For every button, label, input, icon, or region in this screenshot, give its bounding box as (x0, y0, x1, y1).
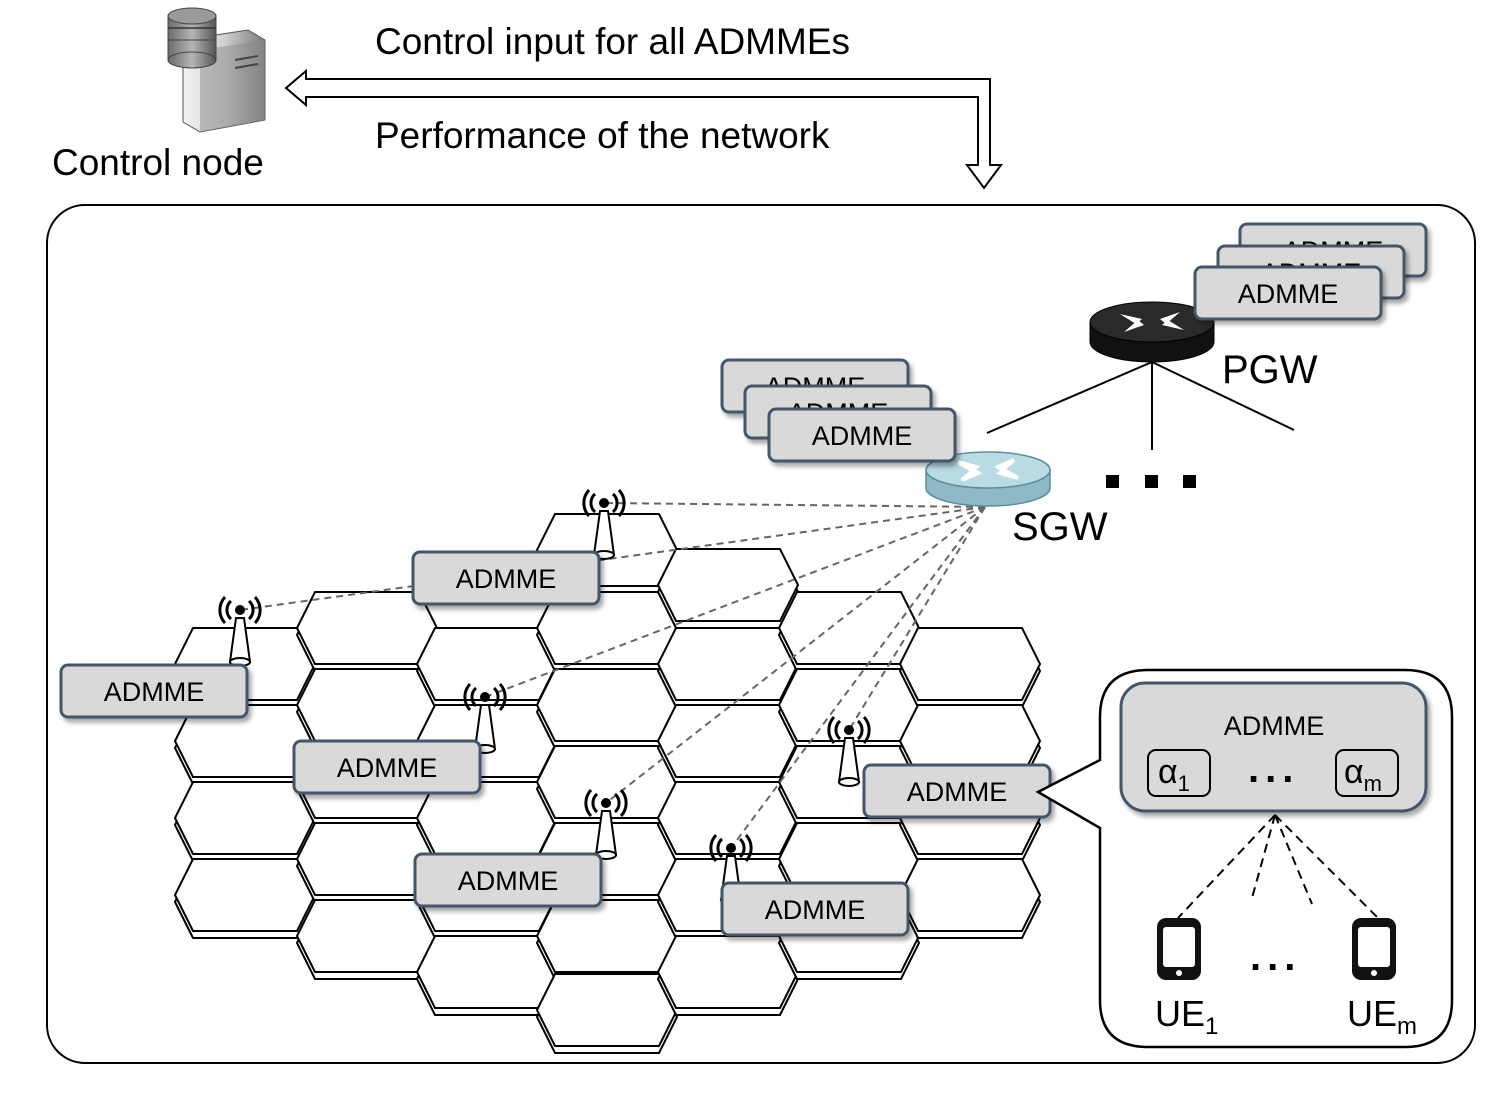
cell-hexagon (535, 668, 679, 749)
cell-hexagon (898, 858, 1042, 939)
admme-label: ADMME (104, 677, 205, 707)
admme-box: ADMME (413, 852, 603, 908)
cell-hexagon (295, 591, 439, 672)
link-line (603, 502, 986, 508)
sgw-links (239, 502, 986, 849)
detail-admme-title: ADMME (1224, 711, 1325, 741)
antenna-icon (827, 715, 871, 787)
cell-hexagon (415, 935, 559, 1016)
cell-hexagon (535, 973, 679, 1054)
admme-label: ADMME (907, 777, 1008, 807)
ue-ellipsis: ... (1250, 935, 1301, 979)
cell-hexagon (656, 627, 800, 708)
antenna-icon (582, 488, 626, 560)
antenna-icon (584, 788, 628, 860)
cell-hexagon (295, 822, 439, 903)
cell-hexagon (777, 591, 921, 672)
ue-m-label: UE (1347, 993, 1397, 1034)
cell-hexagon (656, 935, 800, 1016)
svg-text:UEm: UEm (1347, 993, 1417, 1040)
cell-hexagon (898, 627, 1042, 708)
admme-box: ADMME (767, 407, 957, 463)
base-stations (218, 488, 871, 905)
sgw-label: SGW (1012, 505, 1108, 549)
link-line (605, 506, 986, 804)
cell-hexagon (656, 548, 800, 629)
cell-hexagon (777, 668, 921, 749)
alpha-1-symbol: α (1158, 753, 1178, 791)
feedback-arrow (284, 68, 1003, 190)
admme-box: ADMME (720, 881, 910, 937)
cell-hexagon (295, 668, 439, 749)
server-icon (167, 7, 266, 133)
link-line (239, 506, 986, 611)
alpha-1-sub: 1 (1178, 771, 1190, 796)
cell-hexagon (535, 591, 679, 672)
cell-hexagon (415, 781, 559, 862)
cell-hexagon (173, 781, 317, 862)
ue-1-label: UE (1155, 993, 1205, 1034)
ue-m-sub: m (1397, 1013, 1417, 1040)
phone-icon-uem (1352, 918, 1396, 980)
alpha-ellipsis: ... (1248, 747, 1299, 791)
admme-label: ADMME (458, 866, 559, 896)
admme-label: ADMME (337, 753, 438, 783)
antenna-icon (463, 682, 507, 754)
antenna-icon (218, 595, 262, 667)
link-line (484, 506, 986, 698)
svg-text:α1: α1 (1158, 753, 1190, 796)
alpha-1-box (1147, 749, 1211, 797)
admme-detail-callout: ADMME α1 ... αm ... UE1 (1035, 668, 1454, 1049)
control-node-label: Control node (52, 142, 264, 183)
ue-1-sub: 1 (1205, 1013, 1218, 1040)
admme-box: ADMME (59, 663, 249, 719)
svg-text:αm: αm (1344, 753, 1382, 796)
control-node: Control node (52, 7, 266, 183)
sgw-router-icon (925, 451, 1051, 507)
admme-box: ADMME (1193, 265, 1383, 321)
link-line (848, 506, 986, 731)
gateway-ellipsis (1106, 475, 1196, 488)
alpha-m-box (1335, 749, 1399, 797)
alpha-m-symbol: α (1344, 753, 1364, 791)
admme-boxes: ADMME ADMME ADMME ADMME ADMME ADMME ADMME ADMME… (59, 222, 1428, 937)
pgw-links (986, 361, 1295, 450)
admme-label: ADMME (1238, 279, 1339, 309)
admme-label: ADMME (765, 895, 866, 925)
cell-hexagon (535, 899, 679, 980)
cell-hexagon (295, 899, 439, 980)
cell-hexagon (656, 704, 800, 785)
pgw-router-icon (1089, 301, 1215, 363)
admme-box: ADMME (411, 550, 601, 606)
control-input-label: Control input for all ADMMEs (375, 21, 850, 62)
ue-links (1177, 814, 1379, 919)
cell-hexagon (173, 858, 317, 939)
alpha-m-sub: m (1364, 771, 1382, 796)
performance-label: Performance of the network (375, 115, 830, 156)
pgw-label: PGW (1222, 348, 1318, 392)
svg-text:UE1: UE1 (1155, 993, 1218, 1040)
admme-box: ADMME (862, 763, 1052, 819)
admme-box: ADMME (292, 739, 482, 795)
admme-label: ADMME (456, 564, 557, 594)
admme-label: ADMME (812, 421, 913, 451)
phone-icon-ue1 (1157, 918, 1201, 980)
network-frame (46, 204, 1476, 1064)
link-line (730, 506, 986, 849)
